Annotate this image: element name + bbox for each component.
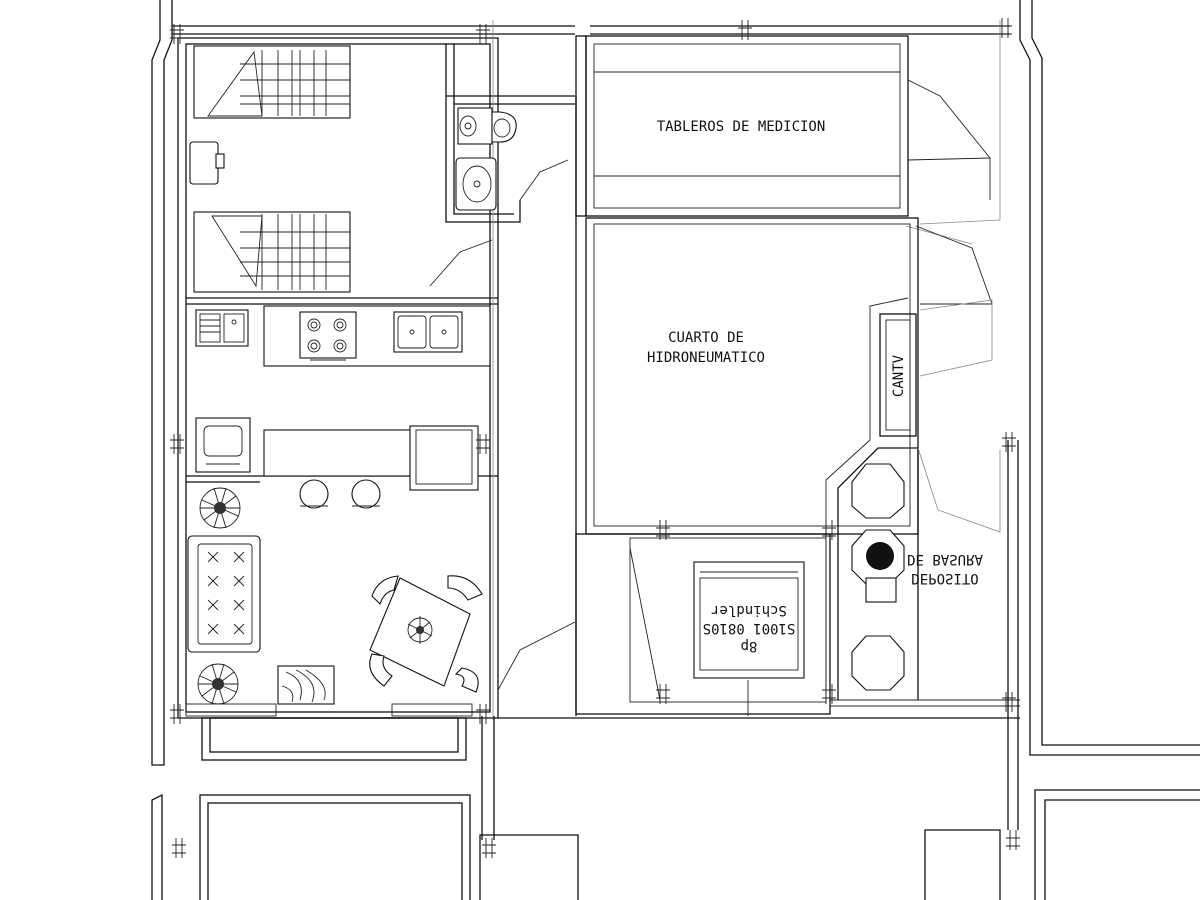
- stool-icon: [299, 479, 329, 509]
- washer-icon: [195, 417, 251, 473]
- stove-icon: [299, 311, 357, 359]
- label-deposito-2: DEPOSITO: [911, 570, 978, 586]
- elevator-capacity: 8p: [741, 638, 758, 654]
- dining-table-icon: [369, 575, 483, 693]
- trash-room: [830, 447, 1020, 707]
- column-markers: [170, 18, 1020, 858]
- label-hidro-1: CUARTO DE: [668, 330, 744, 346]
- tableros-room: [575, 20, 1001, 245]
- bed-lower: [193, 211, 351, 293]
- trash-bin-icon-3: [851, 635, 905, 691]
- label-tableros: TABLEROS DE MEDICION: [657, 119, 826, 135]
- sofa-icon: [187, 535, 261, 653]
- toilet-icon: [491, 111, 517, 143]
- rug-icon: [277, 665, 335, 705]
- living-furniture: [187, 487, 483, 705]
- elevator-shaft: [575, 533, 831, 716]
- label-cantv: CANTV: [891, 354, 907, 397]
- kitchen-sink-icon: [393, 311, 463, 353]
- nightstand: [189, 141, 225, 185]
- bed-upper: [193, 45, 351, 119]
- elevator-model: S1001 0810S: [703, 620, 796, 636]
- bathroom-fixtures: [455, 107, 517, 211]
- kitchen-fixtures: [195, 305, 491, 509]
- stool-icon-2: [351, 479, 381, 509]
- drain-icon: [866, 542, 894, 570]
- sink-icon: [455, 157, 497, 211]
- label-hidro-2: HIDRONEUMATICO: [647, 350, 765, 366]
- trash-bin-icon: [851, 463, 905, 519]
- elevator-brand: Schindler: [711, 602, 787, 618]
- corridor: [481, 96, 1020, 840]
- plant-icon: [199, 487, 241, 529]
- label-deposito-1: DE BASURA: [907, 551, 983, 567]
- cantv-box: [879, 313, 917, 437]
- label-deposito-group: DE BASURA DEPOSITO: [907, 551, 983, 586]
- elevator-label-group: 8p S1001 0810S Schindler: [703, 602, 796, 654]
- outer-walls: [151, 0, 1200, 900]
- plant-icon-2: [197, 663, 239, 705]
